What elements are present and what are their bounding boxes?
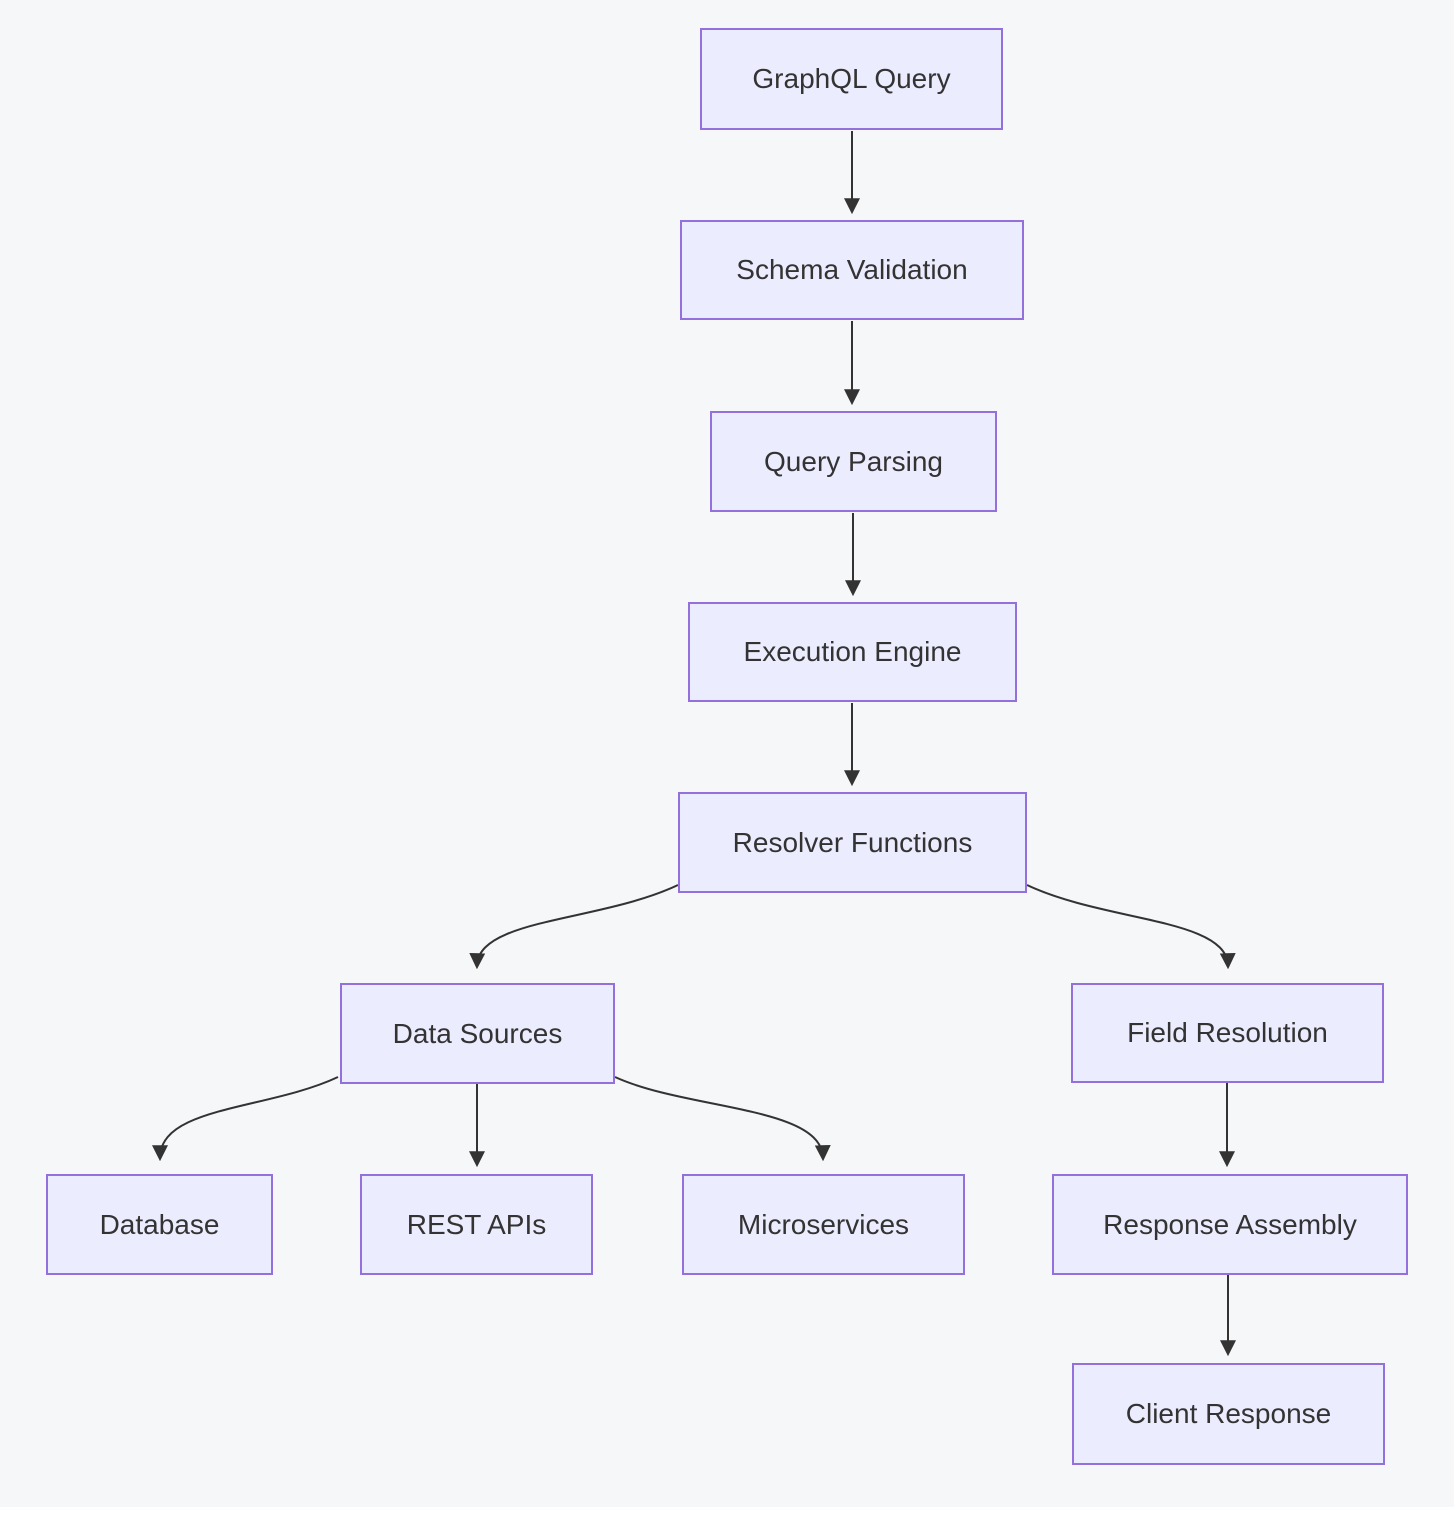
node-microservices-label: Microservices: [737, 1208, 910, 1240]
node-response-assembly: Response Assembly: [1052, 1174, 1408, 1275]
node-data-sources-label: Data Sources: [392, 1017, 563, 1049]
edge-data-sources-to-microservices: [614, 1076, 831, 1162]
node-resolver-functions-label: Resolver Functions: [732, 826, 973, 858]
edge-resolver-functions-to-field-resolution: [1026, 884, 1236, 970]
node-query-parsing: Query Parsing: [710, 411, 997, 512]
canvas-bottom-edge: [0, 1507, 1454, 1514]
node-database: Database: [46, 1174, 273, 1275]
node-query-parsing-label: Query Parsing: [764, 445, 943, 477]
edge-resolver-functions-to-data-sources: [469, 884, 679, 970]
node-data-sources: Data Sources: [340, 983, 615, 1084]
node-database-label: Database: [99, 1208, 220, 1240]
node-schema-validation-label: Schema Validation: [736, 254, 968, 286]
node-graphql-query: GraphQL Query: [700, 28, 1003, 130]
edge-data-sources-to-database: [152, 1076, 339, 1162]
node-field-resolution: Field Resolution: [1071, 983, 1384, 1083]
node-rest-apis-label: REST APIs: [406, 1208, 547, 1240]
node-schema-validation: Schema Validation: [680, 220, 1024, 320]
node-execution-engine: Execution Engine: [688, 602, 1017, 702]
node-rest-apis: REST APIs: [360, 1174, 593, 1275]
node-resolver-functions: Resolver Functions: [678, 792, 1027, 893]
node-response-assembly-label: Response Assembly: [1103, 1208, 1357, 1240]
node-microservices: Microservices: [682, 1174, 965, 1275]
node-client-response: Client Response: [1072, 1363, 1385, 1465]
node-graphql-query-label: GraphQL Query: [752, 63, 951, 95]
node-execution-engine-label: Execution Engine: [743, 636, 962, 668]
node-client-response-label: Client Response: [1125, 1398, 1332, 1430]
node-field-resolution-label: Field Resolution: [1127, 1017, 1328, 1049]
